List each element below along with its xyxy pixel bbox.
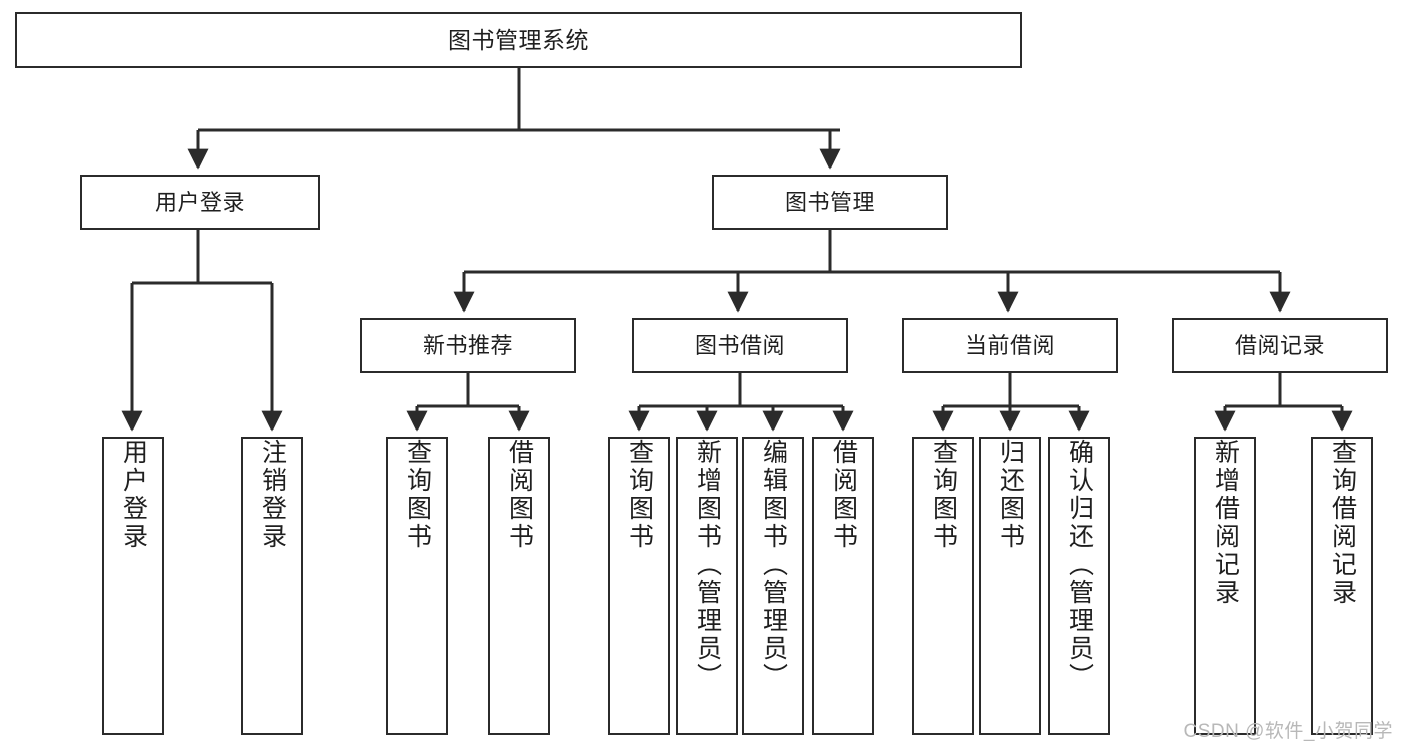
node-leaf-return-books[interactable]: 归还图书 (979, 437, 1041, 735)
node-label: 借阅记录 (1234, 332, 1325, 358)
node-leaf-query-books-current[interactable]: 查询图书 (912, 437, 974, 735)
node-book-management[interactable]: 图书管理 (712, 175, 948, 230)
node-label: 借阅图书 (505, 439, 534, 551)
node-label: 图书管理 (784, 189, 875, 215)
node-label: 新增图书（管理员） (693, 439, 722, 691)
node-label: 查询图书 (929, 439, 958, 551)
node-label: 新书推荐 (422, 332, 513, 358)
node-new-book-recommendation[interactable]: 新书推荐 (360, 318, 576, 373)
node-leaf-borrow-books[interactable]: 借阅图书 (812, 437, 874, 735)
node-leaf-edit-book-admin[interactable]: 编辑图书（管理员） (742, 437, 804, 735)
node-book-borrowing[interactable]: 图书借阅 (632, 318, 848, 373)
csdn-watermark: CSDN @软件_小贺同学 (1183, 721, 1393, 742)
node-leaf-borrow-books-recommend[interactable]: 借阅图书 (488, 437, 550, 735)
node-leaf-add-borrow-record[interactable]: 新增借阅记录 (1194, 437, 1256, 735)
node-label: 确认归还（管理员） (1065, 439, 1094, 691)
node-leaf-add-book-admin[interactable]: 新增图书（管理员） (676, 437, 738, 735)
node-label: 查询图书 (625, 439, 654, 551)
node-label: 图书借阅 (694, 332, 785, 358)
node-root-system[interactable]: 图书管理系统 (15, 12, 1022, 68)
node-label: 归还图书 (996, 439, 1025, 551)
node-label: 注销登录 (258, 439, 287, 551)
node-label: 当前借阅 (964, 332, 1055, 358)
node-label: 图书管理系统 (448, 26, 589, 53)
node-label: 编辑图书（管理员） (759, 439, 788, 691)
node-label: 查询图书 (403, 439, 432, 551)
node-current-borrowing[interactable]: 当前借阅 (902, 318, 1118, 373)
node-leaf-query-books-borrow[interactable]: 查询图书 (608, 437, 670, 735)
node-leaf-query-books-recommend[interactable]: 查询图书 (386, 437, 448, 735)
node-leaf-query-borrow-record[interactable]: 查询借阅记录 (1311, 437, 1373, 735)
node-user-login[interactable]: 用户登录 (80, 175, 320, 230)
node-label: 用户登录 (154, 189, 245, 215)
node-label: 新增借阅记录 (1211, 439, 1240, 607)
node-label: 借阅图书 (829, 439, 858, 551)
node-leaf-confirm-return-admin[interactable]: 确认归还（管理员） (1048, 437, 1110, 735)
node-label: 查询借阅记录 (1328, 439, 1357, 607)
node-leaf-logout[interactable]: 注销登录 (241, 437, 303, 735)
node-leaf-user-login[interactable]: 用户登录 (102, 437, 164, 735)
node-borrow-records[interactable]: 借阅记录 (1172, 318, 1388, 373)
node-label: 用户登录 (119, 439, 148, 551)
